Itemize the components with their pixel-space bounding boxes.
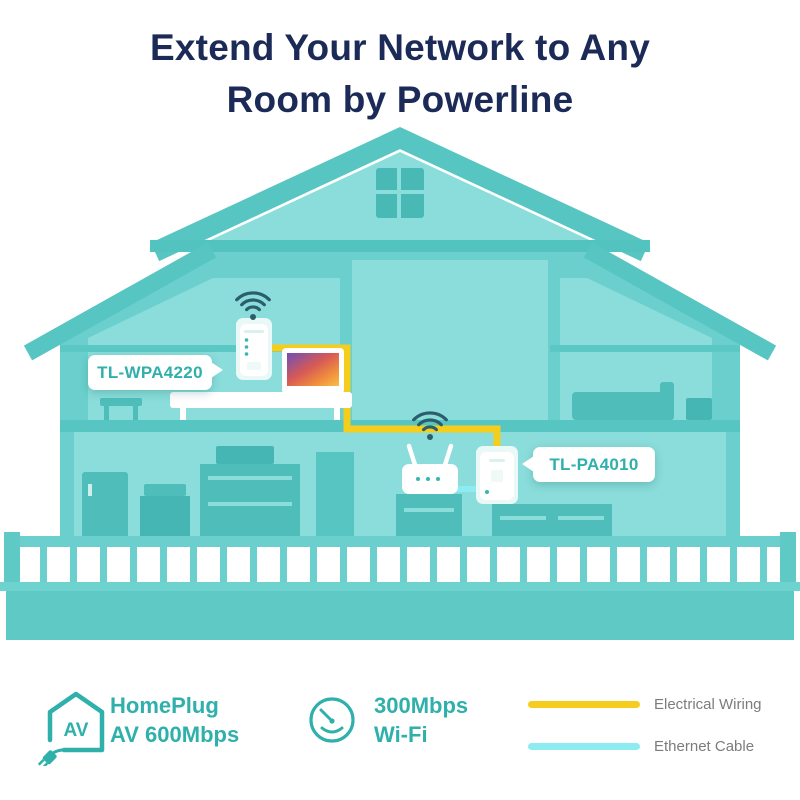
tv-console — [170, 392, 352, 420]
callout-wpa4220-label: TL-WPA4220 — [97, 362, 203, 382]
speedometer-icon — [309, 697, 355, 743]
wifi-icon-router — [412, 411, 448, 440]
wifi-speed-line1: 300Mbps — [374, 693, 469, 718]
callout-pa4010-label: TL-PA4010 — [549, 454, 639, 474]
wifi-icon-extender — [235, 291, 271, 320]
house-structure — [60, 152, 740, 545]
wifi-speed-line2: Wi-Fi — [374, 722, 428, 747]
title-line-1: Extend Your Network to Any — [150, 27, 650, 68]
tv-screen — [287, 353, 339, 386]
porch-fence — [0, 532, 800, 640]
legend: AV HomePlug AV 600Mbps 300Mbps Wi-Fi — [0, 678, 800, 790]
homeplug-av-text: AV — [64, 720, 89, 741]
homeplug-av-icon: AV — [37, 691, 105, 766]
wifi-speed-label: 300Mbps Wi-Fi — [374, 691, 468, 749]
router-stand — [396, 494, 462, 538]
powerline-extender-device — [236, 318, 272, 380]
callout-pa4010: TL-PA4010 — [522, 447, 655, 482]
callout-wpa4220: TL-WPA4220 — [88, 355, 223, 390]
attic-window — [376, 168, 424, 218]
ethernet-cable-legend-row: Ethernet Cable — [528, 736, 762, 756]
ethernet-cable-label: Ethernet Cable — [654, 737, 755, 755]
electrical-wiring-swatch — [528, 700, 640, 708]
page-title: Extend Your Network to Any Room by Power… — [0, 22, 800, 126]
base-slab — [6, 591, 794, 640]
tv — [282, 348, 344, 394]
electrical-wiring-label: Electrical Wiring — [654, 695, 762, 713]
ethernet-cable-swatch — [528, 742, 640, 750]
roof — [23, 126, 777, 361]
powerline-adapter-device — [476, 446, 518, 504]
interior-door — [316, 452, 354, 538]
homeplug-label-line1: HomePlug — [110, 693, 219, 718]
plug-icon — [37, 750, 57, 766]
cable-legend: Electrical Wiring Ethernet Cable — [528, 694, 762, 778]
homeplug-label-line2: AV 600Mbps — [110, 722, 240, 747]
room-upper-center — [352, 260, 548, 420]
furniture — [82, 382, 712, 538]
router-device — [402, 443, 458, 494]
electrical-wiring-legend-row: Electrical Wiring — [528, 694, 762, 714]
title-line-2: Room by Powerline — [226, 78, 574, 120]
homeplug-label: HomePlug AV 600Mbps — [110, 691, 239, 749]
